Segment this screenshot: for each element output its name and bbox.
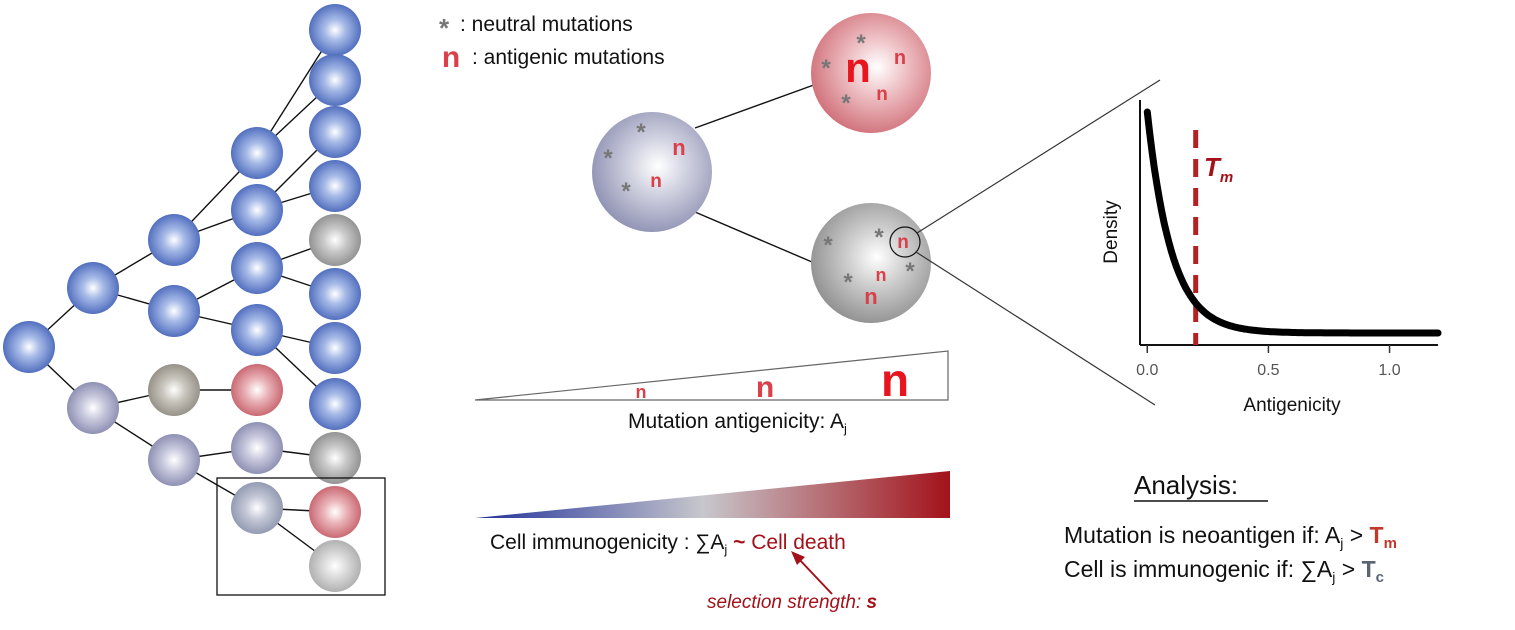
x-axis-label: Antigenicity — [1243, 395, 1341, 416]
antigenic-mutation-mark: n — [672, 135, 685, 160]
antigenic-mutation-mark: n — [876, 84, 888, 105]
density-curve — [1143, 108, 1442, 337]
wedge-shape — [474, 350, 949, 401]
immunogenicity-label: Cell immunogenicity : ∑Aj ~ Cell death — [490, 531, 846, 557]
neutral-mutation-mark: * — [841, 90, 851, 117]
antigenic-mutation-mark: n — [897, 232, 909, 253]
x-tick-label: 0.5 — [1257, 362, 1279, 379]
highlight-box — [216, 477, 386, 596]
wedge-label: Mutation antigenicity: Aj — [628, 410, 847, 436]
neutral-mutation-mark: * — [874, 224, 884, 251]
cell-g3-blue-b — [231, 184, 283, 236]
cell-g3-blue-c — [231, 242, 283, 294]
neutral-mutation-mark: * — [905, 258, 915, 285]
cell-g4-blue-5 — [309, 268, 361, 320]
cell-root — [3, 321, 55, 373]
tree-cells — [3, 4, 361, 592]
legend-antigenic-label: : antigenic mutations — [472, 46, 665, 69]
antigenicity-wedge: n n n Mutation antigenicity: Aj — [474, 350, 949, 436]
legend-neutral-symbol: * — [439, 13, 450, 43]
analysis-line-neoantigen: Mutation is neoantigen if: Aj > Tm — [1064, 522, 1397, 552]
x-tick-marks — [1146, 345, 1391, 353]
immunogenicity-bar: Cell immunogenicity : ∑Aj ~ Cell death s… — [475, 471, 950, 613]
cell-g3-bluegray — [231, 482, 283, 534]
cell-g4-blue-1 — [309, 4, 361, 56]
cell-g1-purple — [67, 382, 119, 434]
threshold-label: Tm — [1204, 152, 1233, 186]
cell-g4-blue-7 — [309, 378, 361, 430]
cell-g1-blue — [67, 262, 119, 314]
cell-g3-blue-a — [231, 127, 283, 179]
cell-g2-purple — [148, 434, 200, 486]
y-axis-label: Density — [1101, 200, 1122, 264]
legend-neutral-label: : neutral mutations — [460, 13, 633, 36]
cell-g4-red — [309, 486, 361, 538]
antigenic-mutation-mark-small: n — [636, 382, 647, 402]
zoom-lines — [915, 79, 1161, 406]
neutral-mutation-mark: * — [843, 269, 853, 296]
antigenic-mutation-mark: n — [864, 284, 877, 309]
legend-antigenic-symbol: n — [442, 41, 460, 74]
neutral-mutation-mark: * — [856, 30, 866, 57]
analysis-block: Analysis: Mutation is neoantigen if: Aj … — [1064, 470, 1397, 586]
big-cells: * * * n n * * * n n n * * * * n n n — [592, 13, 931, 323]
daughter-cell-red — [811, 13, 931, 133]
neutral-mutation-mark: * — [821, 55, 831, 82]
x-tick-label: 1.0 — [1378, 362, 1400, 379]
immunogenicity-gradient — [475, 471, 950, 518]
cell-g3-red — [231, 364, 283, 416]
cell-g4-gray-2 — [309, 432, 361, 484]
lineage-tree — [3, 4, 386, 596]
x-tick-label: 0.0 — [1136, 362, 1158, 379]
neutral-mutation-mark: * — [621, 178, 631, 205]
cell-g2-blue-b — [148, 285, 200, 337]
analysis-line-immunogenic: Cell is immunogenic if: ∑Aj > Tc — [1064, 556, 1384, 586]
cell-g4-blue-3 — [309, 106, 361, 158]
daughter-cell-gray — [811, 203, 931, 323]
cell-g3-blue-d — [231, 304, 283, 356]
cell-g4-gray-1 — [309, 214, 361, 266]
cell-g3-purple — [231, 422, 283, 474]
analysis-title: Analysis: — [1134, 470, 1238, 500]
cell-g2-taupe — [148, 364, 200, 416]
density-plot: 0.0 0.5 1.0 Antigenicity Density Tm — [1101, 100, 1442, 416]
neutral-mutation-mark: * — [636, 119, 646, 146]
neutral-mutation-mark: * — [823, 232, 833, 259]
neutral-mutation-mark: * — [603, 145, 613, 172]
parent-cell — [592, 112, 712, 232]
antigenic-mutation-mark-large: n — [845, 44, 871, 91]
cell-g4-lightgray — [309, 540, 361, 592]
cell-g4-blue-6 — [309, 322, 361, 374]
cell-g2-blue-a — [148, 214, 200, 266]
cell-g4-blue-4 — [309, 160, 361, 212]
selection-arrowhead — [791, 551, 805, 565]
antigenic-mutation-mark: n — [876, 265, 887, 285]
legend: * : neutral mutations n : antigenic muta… — [439, 13, 665, 74]
antigenic-mutation-mark: n — [894, 47, 906, 69]
antigenic-mutation-mark-large: n — [881, 354, 909, 406]
antigenic-mutation-mark: n — [650, 171, 662, 192]
zoom-circle — [889, 226, 921, 258]
cell-g4-blue-2 — [309, 54, 361, 106]
antigenic-mutation-mark-medium: n — [756, 371, 774, 404]
selection-arrow — [796, 556, 833, 595]
selection-strength-label: selection strength: s — [707, 592, 877, 613]
